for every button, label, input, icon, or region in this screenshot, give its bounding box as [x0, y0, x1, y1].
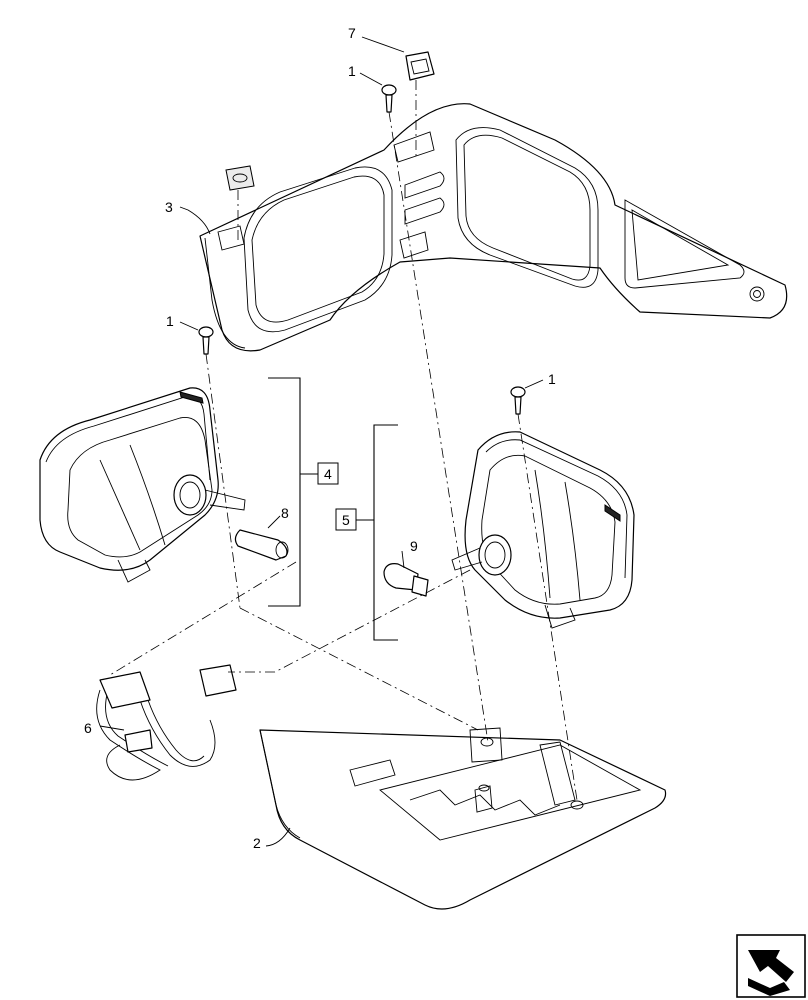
bulb-part-9 [383, 563, 429, 597]
clip-nut-part-7 [405, 51, 435, 81]
upper-housing-part-3 [199, 103, 788, 352]
callout-8: 8 [281, 505, 289, 521]
bulb-part-8 [234, 529, 289, 561]
callout-4-box: 4 [317, 462, 339, 485]
callout-6: 6 [84, 720, 92, 736]
callout-4: 4 [324, 466, 332, 482]
right-headlamp [451, 431, 635, 629]
callout-7: 7 [348, 25, 356, 41]
page-turn-arrow-icon[interactable] [736, 934, 806, 998]
bracket-assembly-5 [356, 424, 398, 641]
screw-part-1-left [198, 326, 214, 355]
callout-leaders [99, 36, 544, 847]
callout-1-left: 1 [166, 313, 174, 329]
callout-5-box: 5 [335, 508, 357, 531]
callout-9: 9 [410, 538, 418, 554]
screw-part-1-right [510, 386, 526, 415]
assembly-lines [109, 80, 578, 801]
bracket-assembly-4 [268, 377, 318, 607]
callout-1-right: 1 [548, 371, 556, 387]
callout-1-top: 1 [348, 63, 356, 79]
base-housing-part-2 [259, 727, 667, 910]
left-headlamp [39, 387, 246, 583]
wiring-harness-part-6 [96, 664, 237, 781]
clip-nut-left [225, 165, 255, 191]
callout-5: 5 [342, 512, 350, 528]
screw-part-1-top [381, 84, 397, 113]
callout-2: 2 [253, 835, 261, 851]
callout-3: 3 [165, 199, 173, 215]
